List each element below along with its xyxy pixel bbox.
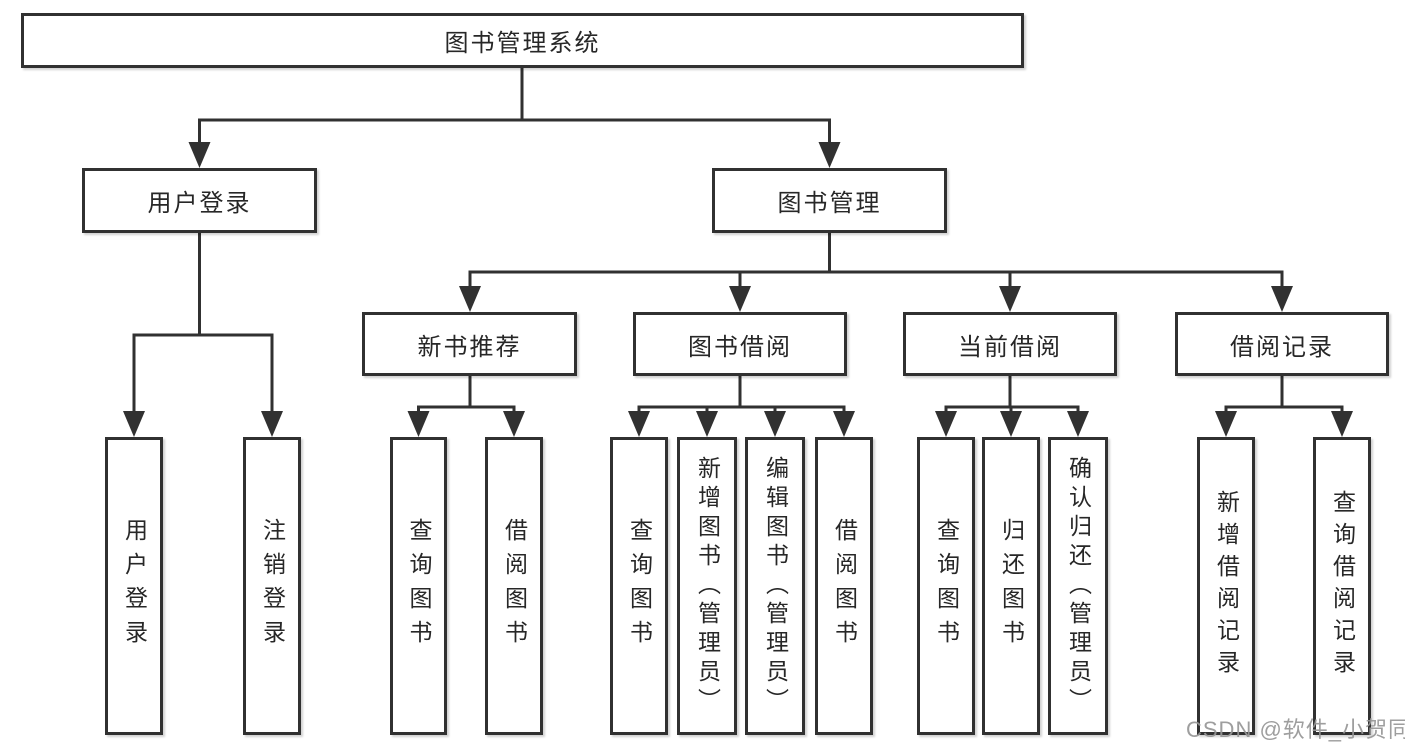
leaf-query-borrow-record-label: 查询借阅记录: [1329, 490, 1356, 682]
arrow-icon: [123, 411, 145, 437]
leaf-query-books-borrow-label: 查询图书: [626, 518, 653, 654]
leaf-edit-book-admin: 编辑图书（管理员）: [745, 437, 805, 735]
connector-book-borrow-to-leaves: [637, 376, 846, 415]
arrow-icon: [628, 411, 650, 437]
leaf-return-book-label: 归还图书: [998, 518, 1025, 654]
leaf-add-borrow-record: 新增借阅记录: [1197, 437, 1255, 735]
leaf-user-login: 用户登录: [105, 437, 163, 735]
node-new-book-recommend: 新书推荐: [362, 312, 577, 376]
arrow-icon: [764, 411, 786, 437]
leaf-edit-book-admin-label: 编辑图书（管理员）: [762, 455, 789, 717]
leaf-borrow-books-recommend: 借阅图书: [485, 437, 543, 735]
leaf-add-book-admin: 新增图书（管理员）: [677, 437, 737, 735]
leaf-query-books-recommend-label: 查询图书: [406, 518, 432, 654]
node-book-borrow-label: 图书借阅: [688, 333, 792, 361]
connector-book-management-to-level2: [468, 233, 1284, 290]
node-current-borrow-label: 当前借阅: [958, 333, 1062, 361]
arrow-icon: [935, 411, 957, 437]
connector-new-book-to-leaves: [417, 376, 516, 415]
leaf-borrow-books-label: 借阅图书: [831, 518, 858, 654]
leaf-query-books-recommend: 查询图书: [390, 437, 447, 735]
leaf-logout-login-label: 注销登录: [259, 518, 286, 654]
arrow-icon: [818, 142, 841, 168]
leaf-borrow-books-recommend-label: 借阅图书: [501, 518, 528, 654]
node-borrow-records: 借阅记录: [1175, 312, 1389, 376]
node-new-book-recommend-label: 新书推荐: [417, 333, 522, 361]
node-current-borrow: 当前借阅: [903, 312, 1117, 376]
node-user-login: 用户登录: [82, 168, 317, 233]
arrow-icon: [407, 411, 430, 437]
leaf-confirm-return-admin-label: 确认归还（管理员）: [1065, 455, 1092, 717]
connector-root-to-level1: [198, 68, 831, 146]
leaf-query-books-borrow: 查询图书: [610, 437, 668, 735]
leaf-query-books-current: 查询图书: [917, 437, 975, 735]
leaf-return-book: 归还图书: [982, 437, 1040, 735]
arrow-icon: [1271, 286, 1293, 312]
arrow-icon: [729, 286, 751, 312]
connector-current-borrow-to-leaves: [944, 376, 1080, 415]
node-user-login-label: 用户登录: [147, 190, 252, 217]
csdn-watermark: CSDN @软件_小贺同学: [1186, 717, 1405, 742]
node-book-management-label: 图书管理: [777, 190, 882, 217]
node-root: 图书管理系统: [21, 13, 1024, 68]
node-book-borrow: 图书借阅: [633, 312, 847, 376]
leaf-add-book-admin-label: 新增图书（管理员）: [694, 455, 721, 717]
arrow-icon: [1331, 411, 1353, 437]
arrowheads: [123, 142, 1353, 437]
arrow-icon: [833, 411, 855, 437]
leaf-add-borrow-record-label: 新增借阅记录: [1213, 490, 1240, 682]
leaf-query-books-current-label: 查询图书: [933, 518, 960, 654]
leaf-borrow-books: 借阅图书: [815, 437, 873, 735]
arrow-icon: [696, 411, 718, 437]
arrow-icon: [188, 142, 211, 168]
arrow-icon: [1000, 411, 1022, 437]
leaf-confirm-return-admin: 确认归还（管理员）: [1048, 437, 1108, 735]
connector-borrow-records-to-leaves: [1224, 376, 1344, 415]
node-book-management: 图书管理: [712, 168, 947, 233]
arrow-icon: [261, 411, 283, 437]
arrow-icon: [459, 286, 481, 312]
node-borrow-records-label: 借阅记录: [1230, 333, 1334, 361]
connector-user-login-to-leaves: [132, 233, 274, 415]
leaf-user-login-label: 用户登录: [121, 518, 148, 654]
leaf-query-borrow-record: 查询借阅记录: [1313, 437, 1371, 735]
arrow-icon: [1067, 411, 1089, 437]
arrow-icon: [999, 286, 1021, 312]
node-root-label: 图书管理系统: [444, 30, 601, 57]
arrow-icon: [503, 411, 525, 437]
leaf-logout-login: 注销登录: [243, 437, 301, 735]
arrow-icon: [1215, 411, 1237, 437]
